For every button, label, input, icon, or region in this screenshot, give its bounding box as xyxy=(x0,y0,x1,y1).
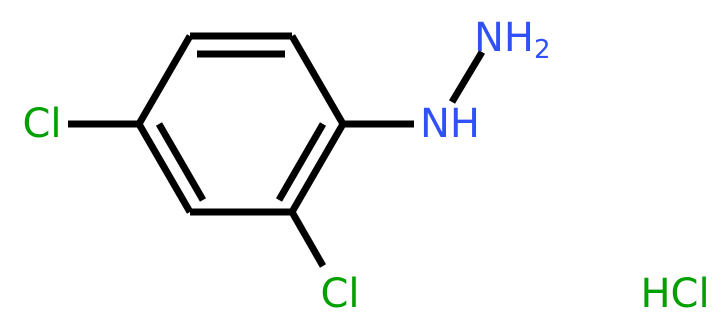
bond-inner-right xyxy=(275,122,327,202)
nh-label: NH xyxy=(420,101,480,147)
chlorine-left-label: Cl xyxy=(22,101,61,147)
benzene-ring xyxy=(135,32,347,216)
chlorine-bottom-label: Cl xyxy=(320,271,359,317)
bond-n-n xyxy=(448,50,486,104)
bond-c3-c4 xyxy=(288,122,347,214)
nh2-label: NH xyxy=(474,15,534,61)
atom-labels: Cl Cl NH NH 2 HCl xyxy=(22,15,709,317)
bond-c6-c1 xyxy=(135,34,194,126)
bond-c5-c6 xyxy=(135,122,194,214)
substituent-bonds xyxy=(68,50,486,268)
bond-c-cl-bottom xyxy=(288,210,327,268)
bond-inner-left xyxy=(155,122,207,202)
nh2-subscript: 2 xyxy=(534,35,551,65)
bond-c2-c3 xyxy=(288,34,347,126)
hcl-label: HCl xyxy=(640,271,709,317)
